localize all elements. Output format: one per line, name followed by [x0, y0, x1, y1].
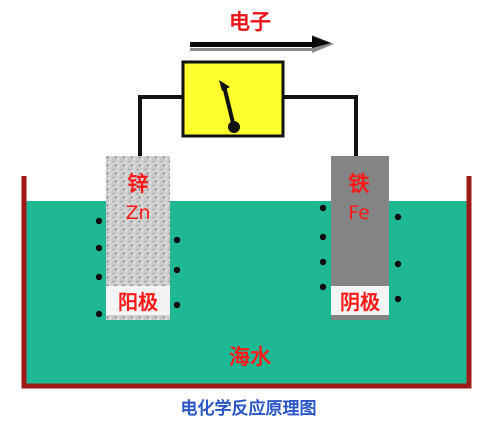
diagram-caption: 电化学反应原理图	[180, 399, 317, 419]
anode-label: 阳极	[106, 286, 170, 315]
cathode-label: 阴极	[331, 286, 389, 315]
galvanometer-icon	[181, 60, 285, 138]
seawater-label: 海水	[229, 345, 271, 369]
electron-label: 电子	[229, 10, 271, 34]
arrow-right-icon	[190, 35, 334, 53]
iron-bubbles	[319, 204, 402, 303]
container-wall	[21, 176, 472, 389]
wire-left	[138, 95, 183, 156]
seawater-region	[24, 201, 469, 386]
zinc-symbol-label: Zn	[125, 202, 151, 224]
iron-name-label: 铁	[348, 172, 370, 196]
zinc-bubbles	[95, 217, 181, 318]
iron-symbol-label: Fe	[348, 202, 370, 224]
zinc-name-label: 锌	[127, 172, 149, 196]
wire-right	[283, 95, 358, 156]
